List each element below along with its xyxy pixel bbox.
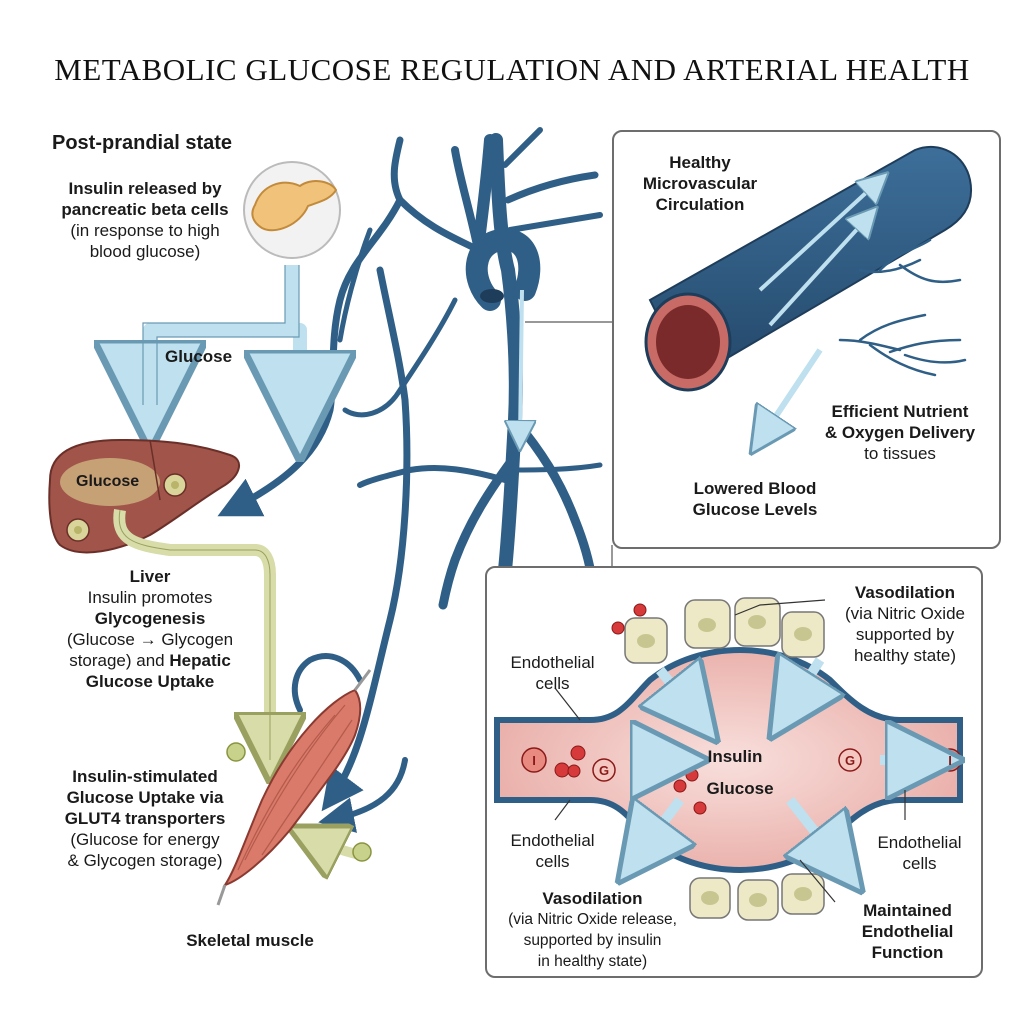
maintained-function-label: Maintained Endothelial Function <box>845 900 970 963</box>
vaso-top-line2: supported by <box>855 625 955 644</box>
liver-glucose-label: Glucose <box>76 473 140 490</box>
nutrient-line3: to tissues <box>864 444 936 463</box>
vaso-top-line1: (via Nitric Oxide <box>845 604 965 623</box>
vaso-top-line3: healthy state) <box>853 646 957 665</box>
skeletal-muscle-icon <box>216 669 372 906</box>
nutrient-line2: & Oxygen Delivery <box>824 423 976 442</box>
maintained-line3: Function <box>871 943 944 962</box>
endo-br-line2: cells <box>902 854 937 873</box>
liver-line1: Insulin promotes <box>87 588 213 607</box>
glucose-arrows-outline <box>142 265 300 405</box>
glucose-token-letter-left: G <box>598 763 610 778</box>
skeletal-muscle-label: Skeletal muscle <box>186 931 314 950</box>
aortic-arch <box>465 228 541 440</box>
lowered-line1: Lowered Blood <box>693 479 817 498</box>
pancreas-icon <box>243 161 341 259</box>
endo-br-line1: Endothelial <box>877 833 962 852</box>
insulin-line4: blood glucose) <box>89 242 201 261</box>
endothelial-bottom-left-label: Endothelial cells <box>495 830 610 872</box>
vaso-bottom-line3: in healthy state) <box>537 953 648 970</box>
glucose-token-letter-right: G <box>844 753 856 768</box>
vaso-top-title: Vasodilation <box>854 583 956 602</box>
endo-tl-line1: Endothelial <box>510 653 595 672</box>
liver-line4a: storage) and <box>69 651 170 670</box>
vaso-bottom-line1: (via Nitric Oxide release, <box>508 911 677 928</box>
muscle-description: Insulin-stimulated Glucose Uptake via GL… <box>30 766 260 871</box>
glucose-label: Glucose <box>706 779 774 798</box>
endo-tl-line2: cells <box>535 674 570 693</box>
insulin-label: Insulin <box>707 747 763 766</box>
liver-line4: storage) and Hepatic <box>35 650 265 671</box>
lowered-glucose-label: Lowered Blood Glucose Levels <box>670 478 840 520</box>
insulin-line2: pancreatic beta cells <box>61 200 229 219</box>
maintained-line1: Maintained <box>863 901 952 920</box>
glucose-arrows <box>150 265 300 420</box>
vaso-bottom-title: Vasodilation <box>542 889 643 908</box>
endothelial-bottom-right-label: Endothelial cells <box>862 832 977 874</box>
page-title: METABOLIC GLUCOSE REGULATION AND ARTERIA… <box>54 52 970 87</box>
endothelial-top-left-label: Endothelial cells <box>495 652 610 694</box>
insulin-line3: (in response to high <box>70 221 220 240</box>
liver-line5: Glucose Uptake <box>85 672 215 691</box>
green-path <box>113 509 372 861</box>
state-heading: Post-prandial state <box>52 132 233 154</box>
endo-bl-line2: cells <box>535 852 570 871</box>
panel-connectors <box>525 321 613 570</box>
vasodilation-top-label: Vasodilation (via Nitric Oxide supported… <box>820 582 990 666</box>
healthy-line2: Microvascular <box>642 174 758 193</box>
muscle-line2: Glucose Uptake via <box>66 788 224 807</box>
healthy-circulation-heading: Healthy Microvascular Circulation <box>630 152 770 215</box>
liver-line2: Glycogenesis <box>94 609 206 628</box>
liver-line3: (Glucose → Glycogen <box>66 630 234 649</box>
healthy-line1: Healthy <box>669 153 731 172</box>
nutrient-delivery-label: Efficient Nutrient & Oxygen Delivery to … <box>810 401 990 464</box>
insulin-token-letter-right: I <box>948 753 952 768</box>
muscle-line1: Insulin-stimulated <box>72 767 218 786</box>
muscle-line5: & Glycogen storage) <box>67 851 223 870</box>
muscle-line3: GLUT4 transporters <box>64 809 226 828</box>
vaso-bottom-line2: supported by insulin <box>523 932 662 949</box>
liver-description: Liver Insulin promotes Glycogenesis (Glu… <box>35 566 265 692</box>
nutrient-line1: Efficient Nutrient <box>831 402 969 421</box>
healthy-line3: Circulation <box>655 195 745 214</box>
insulin-token-letter: I <box>532 753 536 768</box>
muscle-line4: (Glucose for energy <box>70 830 220 849</box>
insulin-release-label: Insulin released by pancreatic beta cell… <box>40 178 250 262</box>
endo-bl-line1: Endothelial <box>510 831 595 850</box>
liver-line4b: Hepatic <box>169 651 231 670</box>
liver-title: Liver <box>129 567 171 586</box>
vasodilation-bottom-label: Vasodilation (via Nitric Oxide release, … <box>490 888 695 972</box>
liver-icon <box>48 438 240 554</box>
maintained-line2: Endothelial <box>861 922 954 941</box>
lowered-line2: Glucose Levels <box>692 500 818 519</box>
glucose-arrow-label: Glucose <box>165 347 233 366</box>
insulin-line1: Insulin released by <box>68 179 222 198</box>
